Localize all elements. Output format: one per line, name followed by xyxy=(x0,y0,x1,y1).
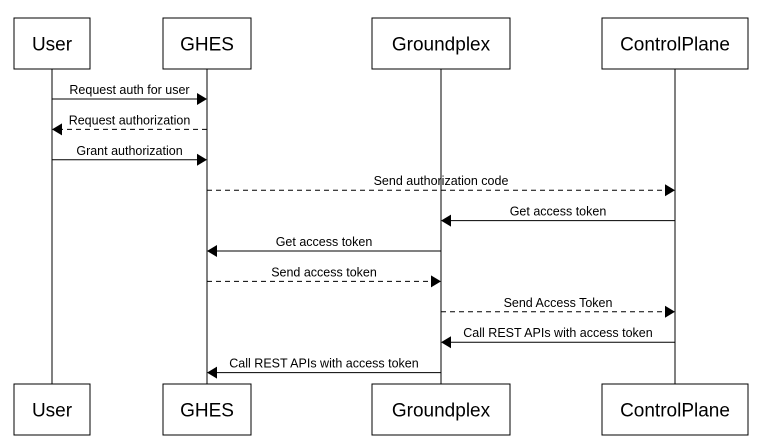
message-label: Grant authorization xyxy=(76,144,182,158)
message-4: Send authorization code xyxy=(207,174,675,197)
arrowhead-icon xyxy=(207,366,217,379)
participant-label: Groundplex xyxy=(392,35,491,56)
message-5: Get access token xyxy=(441,205,675,227)
participant-box xyxy=(13,17,91,70)
participant-label: ControlPlane xyxy=(620,35,730,56)
message-label: Send access token xyxy=(271,265,377,279)
arrowhead-icon xyxy=(441,336,451,349)
message-label: Request authorization xyxy=(69,113,191,127)
message-label: Send authorization code xyxy=(374,174,509,188)
message-8: Send Access Token xyxy=(441,296,675,318)
participant-user-top: User xyxy=(13,17,91,70)
participant-label: ControlPlane xyxy=(620,401,730,422)
participant-label: GHES xyxy=(180,401,234,422)
message-6: Get access token xyxy=(207,235,441,257)
participants-bottom: User GHES Groundplex ControlPlane xyxy=(13,383,749,436)
message-label: Get access token xyxy=(510,205,607,219)
participant-box xyxy=(371,383,511,436)
participant-controlplane-top: ControlPlane xyxy=(601,17,749,70)
arrowhead-icon xyxy=(197,93,207,105)
participants-top: User GHES Groundplex ControlPlane xyxy=(13,17,749,70)
participant-box xyxy=(601,17,749,70)
participant-box xyxy=(13,383,91,436)
arrowhead-icon xyxy=(207,245,217,257)
message-label: Call REST APIs with access token xyxy=(229,357,418,371)
participant-user-bottom: User xyxy=(13,383,91,436)
message-3: Grant authorization xyxy=(52,144,207,166)
participant-box xyxy=(371,17,511,70)
participant-ghes-top: GHES xyxy=(162,17,252,70)
participant-label: Groundplex xyxy=(392,401,491,422)
arrowhead-icon xyxy=(431,275,441,288)
participant-label: GHES xyxy=(180,35,234,56)
message-7: Send access token xyxy=(207,265,441,288)
arrowhead-icon xyxy=(441,214,451,227)
participant-label: User xyxy=(32,35,73,56)
lifelines xyxy=(51,69,676,384)
message-10: Call REST APIs with access token xyxy=(207,357,441,379)
arrowhead-icon xyxy=(665,305,675,318)
participant-box xyxy=(162,383,252,436)
arrowhead-icon xyxy=(52,123,62,136)
message-label: Request auth for user xyxy=(69,83,189,97)
message-label: Call REST APIs with access token xyxy=(463,326,652,340)
participant-groundplex-bottom: Groundplex xyxy=(371,383,511,436)
participant-box xyxy=(601,383,749,436)
participant-box xyxy=(162,17,252,70)
message-label: Get access token xyxy=(276,235,373,249)
message-2: Request authorization xyxy=(52,113,207,136)
participant-label: User xyxy=(32,401,73,422)
arrowhead-icon xyxy=(665,184,675,197)
participant-controlplane-bottom: ControlPlane xyxy=(601,383,749,436)
participant-groundplex-top: Groundplex xyxy=(371,17,511,70)
arrowhead-icon xyxy=(197,153,207,166)
message-label: Send Access Token xyxy=(504,296,613,310)
message-1: Request auth for user xyxy=(52,83,207,105)
message-9: Call REST APIs with access token xyxy=(441,326,675,349)
participant-ghes-bottom: GHES xyxy=(162,383,252,436)
